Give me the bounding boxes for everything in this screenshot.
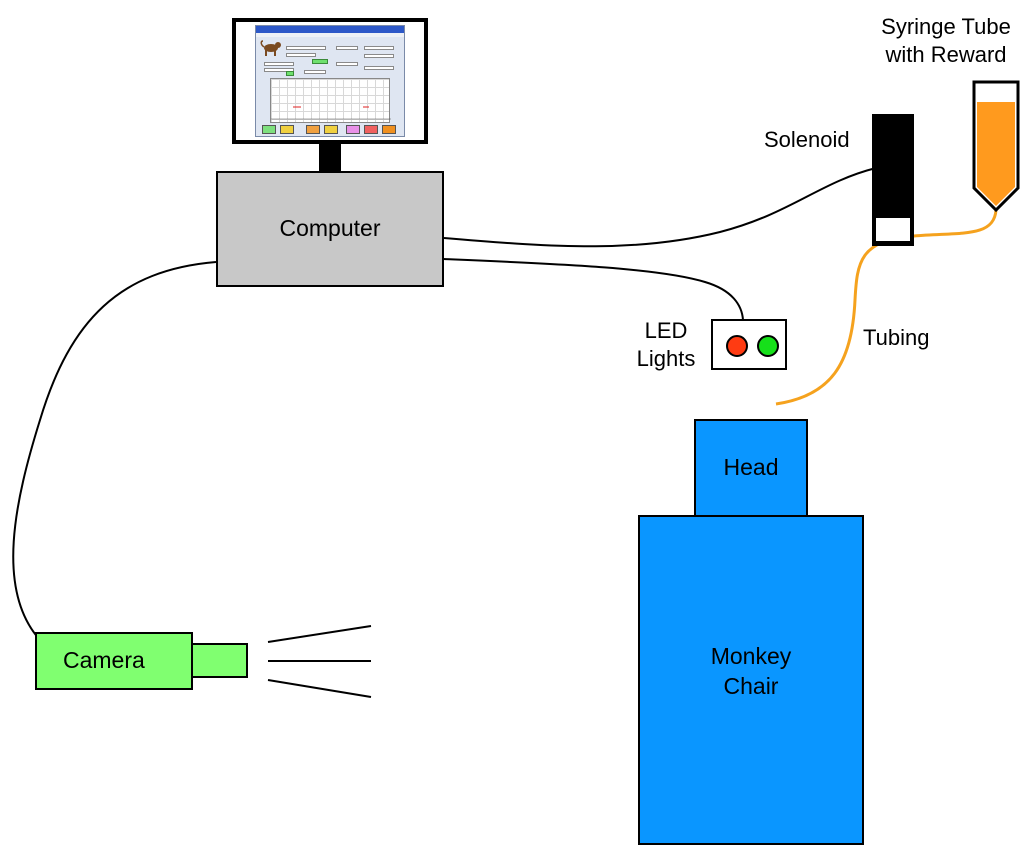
monkey-chair-label: Monkey Chair [710, 643, 792, 699]
monitor-app-window [255, 25, 405, 137]
camera-view-line-top [267, 625, 372, 643]
app-field [364, 66, 394, 70]
solenoid-plunger [876, 218, 910, 241]
app-button [324, 125, 338, 134]
led-lights-label: LED Lights [636, 318, 696, 372]
app-button [346, 125, 360, 134]
app-button [364, 125, 378, 134]
app-button [382, 125, 396, 134]
tubing-line [775, 209, 998, 406]
camera-body: Camera [35, 632, 193, 690]
app-field [264, 68, 294, 72]
app-field [264, 62, 294, 66]
app-green-button [312, 59, 328, 64]
camera-lens [190, 643, 248, 678]
app-plot-marks [271, 106, 391, 120]
computer-led-cable [443, 258, 744, 321]
led-red [726, 335, 748, 357]
app-menu-bar [256, 33, 404, 37]
computer-box: Computer [216, 171, 444, 287]
head-label: Head [723, 454, 779, 481]
monitor-stand [319, 144, 341, 172]
app-field [364, 54, 394, 58]
app-field [286, 53, 316, 57]
led-green [757, 335, 779, 357]
app-field [364, 46, 394, 50]
computer-camera-cable [12, 261, 217, 641]
app-button [280, 125, 294, 134]
monkey-icon [260, 40, 281, 56]
app-button [306, 125, 320, 134]
camera-view-line-bottom [267, 679, 372, 698]
syringe-reward-liquid [977, 102, 1015, 206]
app-green-button [286, 71, 294, 76]
syringe-label: Syringe Tube with Reward [881, 14, 1011, 68]
camera-label: Camera [63, 647, 145, 674]
head-box: Head [694, 419, 808, 517]
computer-label: Computer [279, 215, 381, 242]
app-button [262, 125, 276, 134]
app-field [336, 62, 358, 66]
solenoid-label: Solenoid [764, 127, 850, 152]
app-field [304, 70, 326, 74]
app-title-bar [256, 26, 404, 33]
app-plot-area [270, 78, 391, 123]
app-field [286, 46, 326, 50]
app-field [336, 46, 358, 50]
computer-solenoid-cable [443, 167, 877, 248]
tubing-label: Tubing [863, 325, 930, 350]
monkey-chair-box: Monkey Chair [638, 515, 864, 845]
